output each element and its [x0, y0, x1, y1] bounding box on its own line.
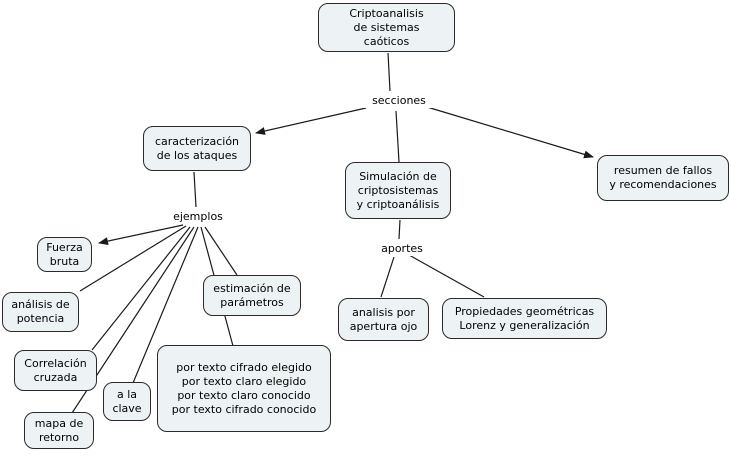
- connector-ejemplos-estimacion: [204, 226, 238, 276]
- node-por-texto[interactable]: por texto cifrado elegido por texto clar…: [157, 345, 331, 432]
- node-simulacion-criptosistemas[interactable]: Simulación de criptosistemas y criptoaná…: [345, 162, 451, 219]
- connector-ejemplos-correlacion: [91, 226, 191, 351]
- connector-caracterizacion-ejemplos: [193, 171, 197, 208]
- node-criptoanalisis[interactable]: Criptoanalisis de sistemas caóticos: [318, 3, 455, 52]
- connector-ejemplos-a-la-clave: [132, 226, 199, 384]
- connector-secciones-resumen: [426, 106, 594, 159]
- node-apertura-ojo[interactable]: analisis por apertura ojo: [338, 298, 429, 341]
- node-analisis-potencia[interactable]: análisis de potencia: [2, 292, 79, 332]
- connector-aportes-apertura-ojo: [380, 256, 395, 298]
- node-propiedades-geometricas[interactable]: Propiedades geométricas Lorenz y general…: [442, 298, 607, 339]
- connector-simulacion-aportes: [398, 219, 401, 240]
- node-caracterizacion-ataques[interactable]: caracterización de los ataques: [143, 126, 251, 171]
- connector-ejemplos-analisis-potencia: [79, 225, 187, 292]
- node-a-la-clave[interactable]: a la clave: [103, 382, 151, 421]
- connector-secciones-simulacion: [395, 110, 400, 163]
- node-mapa-retorno[interactable]: mapa de retorno: [24, 412, 94, 449]
- link-label-aportes[interactable]: aportes: [374, 241, 430, 256]
- node-correlacion-cruzada[interactable]: Correlación cruzada: [14, 350, 97, 391]
- link-label-ejemplos[interactable]: ejemplos: [163, 209, 233, 224]
- link-label-secciones[interactable]: secciones: [360, 93, 438, 108]
- node-estimacion-parametros[interactable]: estimación de parámetros: [203, 275, 301, 316]
- connector-aportes-propiedades: [408, 254, 485, 298]
- connector-ejemplos-fuerza-bruta: [98, 224, 184, 246]
- connector-secciones-caracterizacion: [255, 107, 367, 135]
- node-resumen-fallos[interactable]: resumen de fallos y recomendaciones: [597, 155, 729, 201]
- connector-root-secciones: [387, 52, 391, 92]
- node-fuerza-bruta[interactable]: Fuerza bruta: [37, 237, 92, 272]
